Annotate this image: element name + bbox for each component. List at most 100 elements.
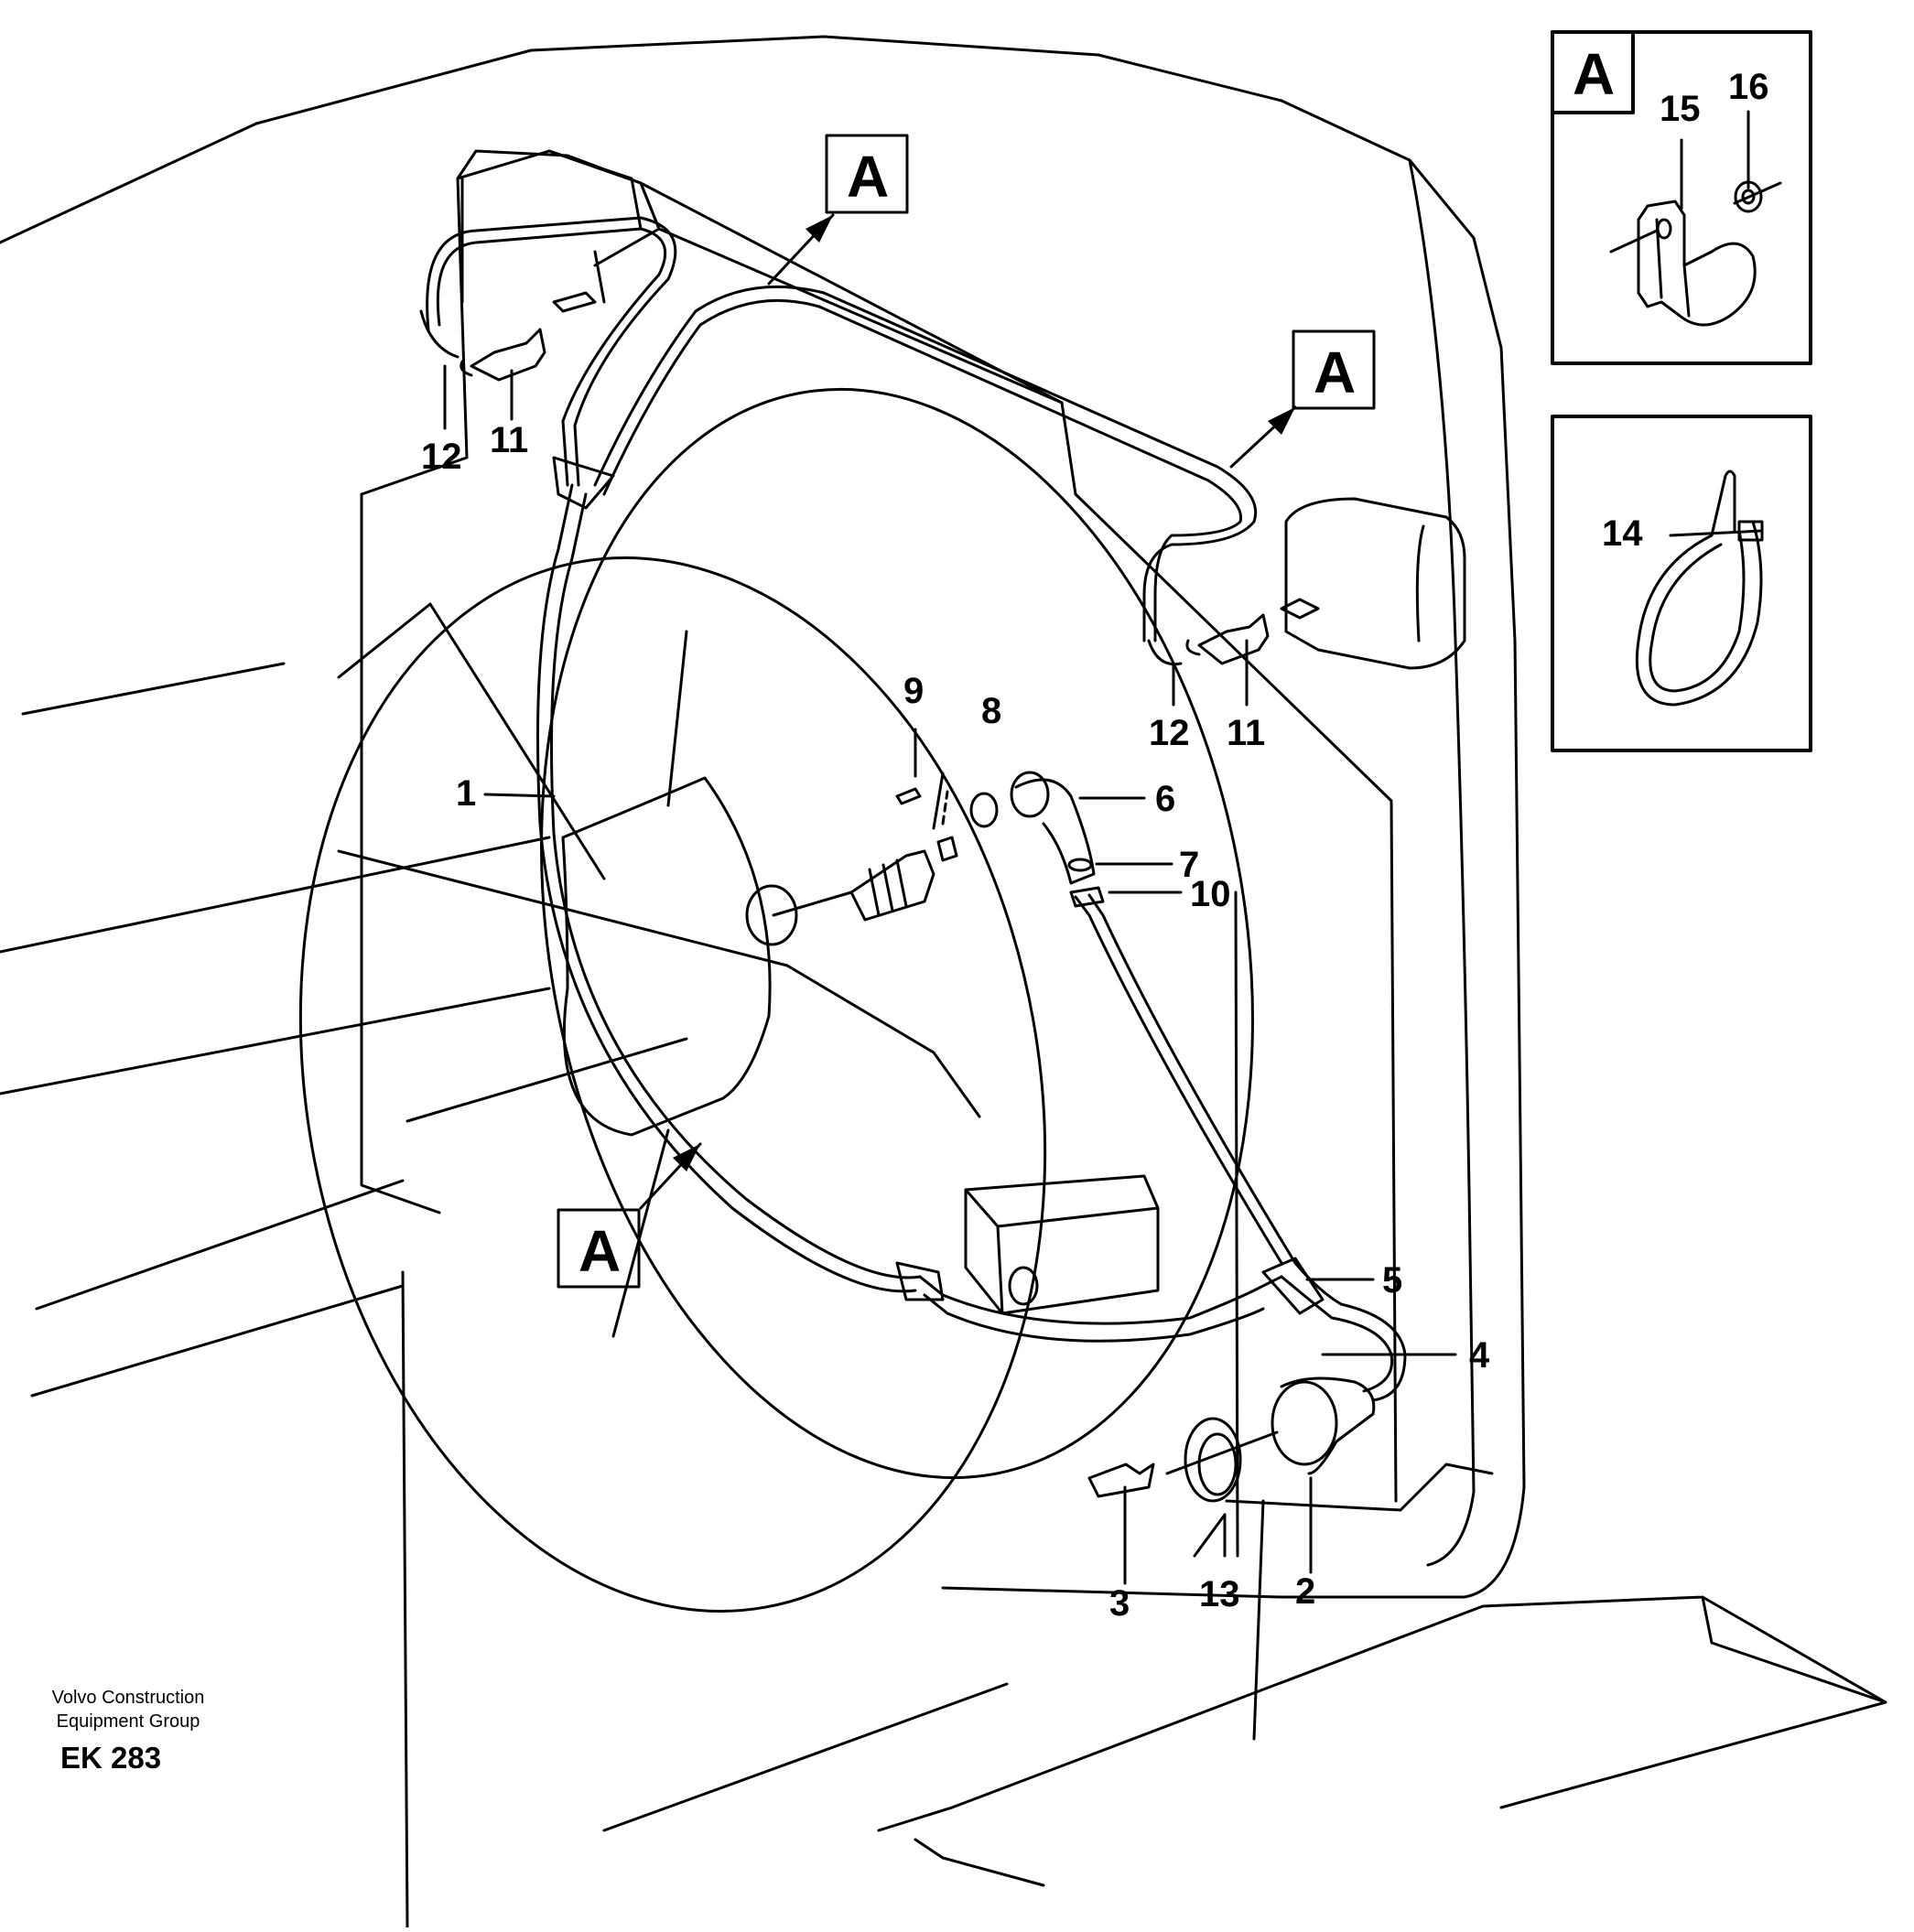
arrowhead <box>673 1144 700 1171</box>
cable-tie <box>1635 470 1763 707</box>
frame-line <box>30 1284 405 1398</box>
callout-3: 3 <box>1109 1583 1130 1624</box>
machine-inner-edge <box>1408 158 1457 642</box>
callout-2: 2 <box>1295 1571 1315 1612</box>
radiator-housing-back <box>460 177 1064 405</box>
work-lamp-left <box>456 149 661 267</box>
plug-face <box>1271 1380 1338 1466</box>
detail-marker-box <box>825 134 909 214</box>
hub-pointer <box>772 890 853 917</box>
terminal-pin <box>1087 1462 1155 1498</box>
detail-marker-a-top: A <box>847 144 889 210</box>
cable-tie-head <box>1737 520 1764 542</box>
t-connector <box>1261 1257 1325 1315</box>
callout-1: 1 <box>456 773 476 814</box>
callout-9: 9 <box>903 671 924 711</box>
diagram-code: EK 283 <box>60 1741 162 1775</box>
callout-13: 13 <box>1199 1574 1240 1614</box>
inset-marker-box <box>1551 30 1635 114</box>
frame-line <box>602 1682 1009 1832</box>
radiator-housing <box>360 149 1398 1503</box>
p-clip <box>1637 200 1757 327</box>
sensor-body <box>849 849 935 922</box>
t-connector <box>552 456 615 510</box>
fan-blade <box>337 849 981 1118</box>
fan-blade <box>337 602 606 880</box>
callout-6: 6 <box>1155 779 1175 819</box>
pin <box>895 787 922 805</box>
radiator-panel <box>1225 1462 1494 1741</box>
plug-connector-right <box>1185 613 1270 665</box>
callout-11-top: 11 <box>490 420 528 460</box>
hose-end <box>1069 886 1105 908</box>
clip-hole <box>1656 218 1672 240</box>
lamp-bracket <box>552 250 606 313</box>
detail-marker-a-inset: A <box>1573 41 1615 107</box>
publisher-name-line2: Equipment Group <box>56 1711 200 1732</box>
seal-ring <box>969 792 999 828</box>
a-marker-arrows <box>639 213 1297 1210</box>
washer-hole <box>1741 189 1756 205</box>
clip-axis <box>1609 229 1659 254</box>
callout-7: 7 <box>1179 845 1199 885</box>
frame-line <box>0 836 551 954</box>
fan-blade <box>611 1128 670 1338</box>
cable-tie-inner <box>1649 529 1746 693</box>
plug-housing <box>1280 1376 1376 1475</box>
fan-hub-center <box>745 884 798 946</box>
plug <box>419 309 460 359</box>
clip-axis <box>1733 181 1782 205</box>
lock-ring <box>1184 1417 1242 1503</box>
callout-4: 4 <box>1469 1335 1490 1376</box>
machine-body-outline <box>0 35 1526 1599</box>
callout-12-right: 12 <box>1149 713 1190 753</box>
callout-15: 15 <box>1660 89 1701 129</box>
publisher-footer: Volvo Construction Equipment Group EK 28… <box>18 1686 238 1775</box>
fan-blade <box>406 1037 688 1123</box>
junction-box-hole <box>1008 1266 1039 1306</box>
callout-11-right: 11 <box>1227 713 1265 753</box>
plug-axis <box>1165 1430 1279 1475</box>
elbow-collar <box>1010 771 1050 818</box>
publisher-name-line1: Volvo Construction <box>51 1688 205 1708</box>
elbow-connector <box>1014 778 1096 885</box>
callout-14: 14 <box>1602 513 1643 554</box>
leader-lines <box>443 110 1764 1585</box>
arrowhead <box>806 215 833 243</box>
pin-axis <box>941 790 949 826</box>
fan-hub <box>561 776 772 1137</box>
junction-box <box>964 1174 1160 1315</box>
o-ring <box>1067 858 1093 872</box>
fan-blade <box>666 630 688 807</box>
fan-shroud <box>298 556 1047 1613</box>
callout-5: 5 <box>1382 1260 1402 1301</box>
frame-line <box>0 987 551 1096</box>
washer <box>1734 180 1763 213</box>
arrowhead <box>1268 407 1295 435</box>
detail-marker-a-bottom: A <box>579 1218 621 1284</box>
cable-harness <box>426 216 1407 1402</box>
detail-marker-box <box>557 1208 641 1289</box>
plug <box>1147 639 1183 666</box>
callout-10: 10 <box>1190 874 1231 914</box>
work-lamp-right <box>1284 497 1466 670</box>
frame-line <box>401 1270 409 1929</box>
callout-16: 16 <box>1728 67 1769 107</box>
lock-ring-inner <box>1197 1432 1238 1496</box>
inset-panel-tie <box>1551 415 1812 752</box>
frame-line <box>35 1179 405 1311</box>
callout-labels: 1 2 3 4 5 6 7 8 9 10 11 12 12 11 13 14 1… <box>421 41 1769 1624</box>
t-connector <box>895 1261 945 1301</box>
frame-line <box>21 662 286 716</box>
detail-marker-a-right: A <box>1314 340 1356 405</box>
callout-12-top: 12 <box>421 437 462 477</box>
sensor-nut <box>936 836 958 862</box>
fan-ring <box>540 387 1254 1480</box>
lower-tray <box>877 1595 1887 1887</box>
machine-inner-outline <box>1426 639 1476 1567</box>
inset-panel-a <box>1551 30 1812 365</box>
callout-8: 8 <box>981 691 1001 731</box>
detail-marker-box <box>1292 329 1376 410</box>
